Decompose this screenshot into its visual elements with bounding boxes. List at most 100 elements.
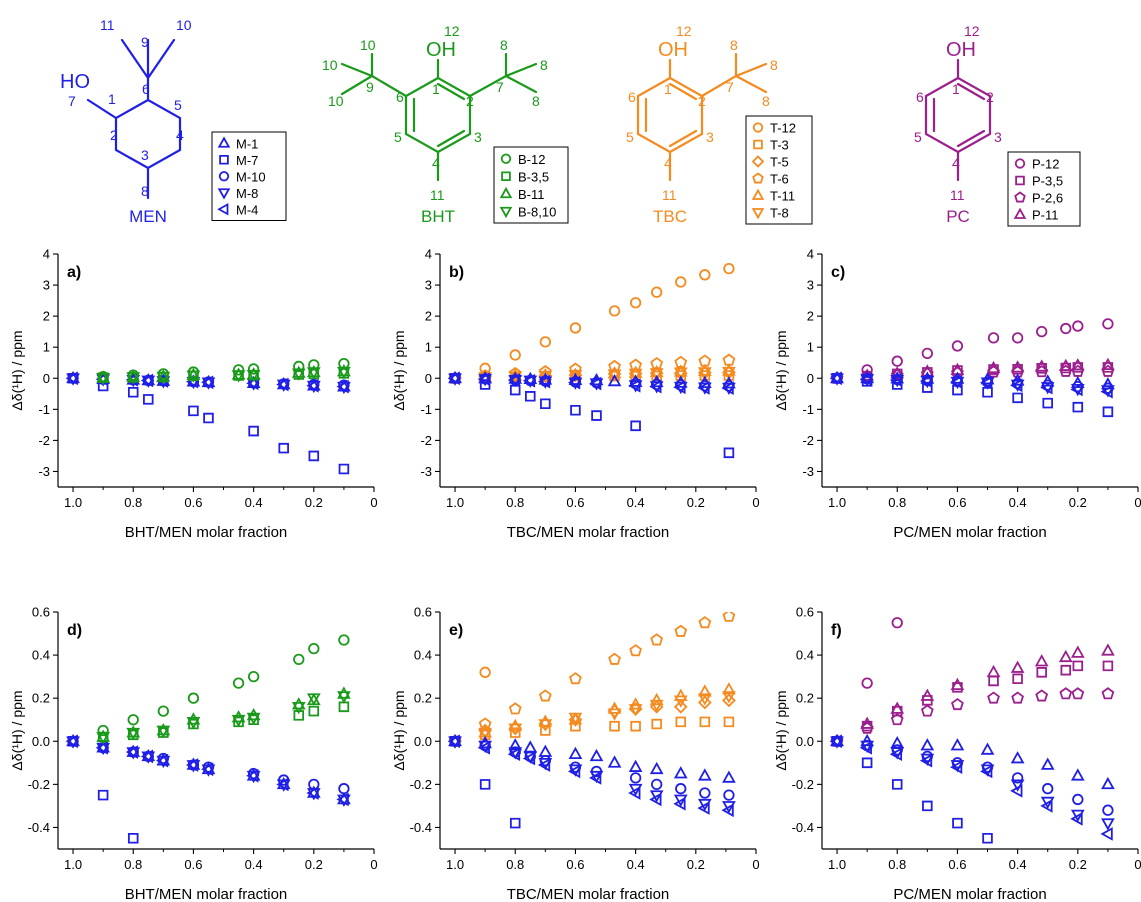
tbc-name: TBC <box>653 207 687 226</box>
y-tick-label: 0.2 <box>414 691 432 706</box>
point-p-12 <box>861 677 873 689</box>
point-p-11 <box>1058 649 1073 663</box>
point-m-4 <box>1040 799 1053 813</box>
pc-num-4: 4 <box>952 155 960 171</box>
point-m-4 <box>949 375 963 389</box>
point-m-4 <box>628 378 641 393</box>
y-tick-label: 2 <box>425 309 432 324</box>
point-m-7 <box>570 404 581 416</box>
point-b-8-10 <box>291 368 306 381</box>
point-b-11 <box>291 365 306 378</box>
legend-label: B-8,10 <box>518 204 556 219</box>
x-tick-label: 0.2 <box>687 857 705 872</box>
point-t-11 <box>628 697 643 710</box>
point-m-4 <box>889 747 903 762</box>
legend-tbc: T-12T-3T-5T-6T-11T-8 <box>745 115 813 225</box>
point-t-6 <box>650 633 664 646</box>
men-oh-label: HO <box>60 71 90 93</box>
point-m-7 <box>278 442 289 454</box>
point-b-12 <box>232 364 245 376</box>
point-m-8 <box>697 382 712 395</box>
y-tick-label: -3 <box>38 464 50 479</box>
legend-marker-triangle-up <box>751 188 765 200</box>
legend-label: P-2,6 <box>1032 191 1063 206</box>
bht-num-6: 6 <box>396 89 404 105</box>
point-m-8 <box>589 378 604 391</box>
x-tick-label: 0 <box>1134 857 1141 872</box>
y-axis-label: Δδ(¹H) / ppm <box>773 690 789 770</box>
point-t-8 <box>628 368 643 382</box>
point-m-1 <box>508 738 523 751</box>
point-p-2-6 <box>890 713 904 726</box>
point-t-11 <box>649 692 664 706</box>
y-tick-label: 4 <box>807 247 814 262</box>
point-p-2-6 <box>951 697 964 711</box>
tbc-num-12: 12 <box>676 23 692 39</box>
point-m-4 <box>246 768 259 783</box>
x-axis-label: BHT/MEN molar fraction <box>125 524 288 541</box>
men-num-2: 2 <box>110 127 118 143</box>
point-m-4 <box>697 381 710 395</box>
point-b-11 <box>186 712 201 725</box>
point-m-8 <box>628 380 643 393</box>
legend-marker-square <box>501 171 511 182</box>
point-t-6 <box>698 616 712 629</box>
pc-num-11: 11 <box>950 187 965 203</box>
x-tick-label: 0.8 <box>888 857 906 872</box>
x-tick-label: 0.2 <box>305 857 323 872</box>
men-name: MEN <box>129 207 167 226</box>
y-axis-label: Δδ(¹H) / ppm <box>391 330 407 410</box>
point-p-11 <box>1034 654 1049 667</box>
legend-label: P-11 <box>1032 208 1059 223</box>
panel-label: d) <box>67 622 82 639</box>
bht-num-10-left: 10 <box>322 57 338 73</box>
point-b-8-10 <box>337 691 351 704</box>
y-tick-label: -0.4 <box>792 820 814 835</box>
legend-box <box>493 146 569 224</box>
y-tick-label: 2 <box>43 309 50 324</box>
x-tick-label: 0 <box>370 857 377 872</box>
point-m-4 <box>336 792 349 807</box>
point-m-4 <box>537 758 551 772</box>
point-b-11 <box>246 707 261 721</box>
point-m-10 <box>651 778 663 791</box>
point-b-8-10 <box>126 727 141 741</box>
point-m-10 <box>1102 804 1114 816</box>
y-tick-label: 0.0 <box>414 734 432 749</box>
point-m-7 <box>630 420 641 432</box>
point-b-3-5 <box>233 716 244 728</box>
x-tick-label: 0.8 <box>888 495 906 510</box>
y-tick-label: -0.2 <box>28 777 50 792</box>
y-axis-label: Δδ(¹H) / ppm <box>9 690 25 770</box>
y-tick-label: -1 <box>38 402 50 417</box>
point-b-11 <box>231 367 246 380</box>
point-m-1 <box>607 755 622 768</box>
legend-label: B-12 <box>518 152 545 167</box>
point-t-11 <box>722 682 736 695</box>
point-m-7 <box>540 398 551 410</box>
data-markers <box>447 612 736 829</box>
point-t-8 <box>673 695 688 708</box>
point-m-4 <box>889 373 903 387</box>
point-p-11 <box>1034 359 1049 372</box>
x-tick-label: 0.4 <box>245 495 263 510</box>
legend-label: P-3,5 <box>1032 174 1063 189</box>
bht-num-4: 4 <box>432 155 440 171</box>
x-tick-label: 0.4 <box>627 857 645 872</box>
legend-label: M-7 <box>236 153 258 168</box>
point-b-11 <box>246 367 261 380</box>
legend-marker-circle <box>218 171 230 182</box>
point-m-8 <box>673 381 688 395</box>
bht-num-8-bottom: 8 <box>532 93 540 109</box>
legend-label: M-10 <box>236 169 266 184</box>
y-tick-label: -3 <box>802 464 814 479</box>
y-axis-label: Δδ(¹H) / ppm <box>9 330 25 410</box>
point-m-4 <box>447 371 460 386</box>
legend-marker-square <box>219 154 229 165</box>
point-m-7 <box>891 779 903 790</box>
point-m-4 <box>1070 811 1083 826</box>
point-m-4 <box>477 372 490 387</box>
point-m-1 <box>920 738 935 751</box>
